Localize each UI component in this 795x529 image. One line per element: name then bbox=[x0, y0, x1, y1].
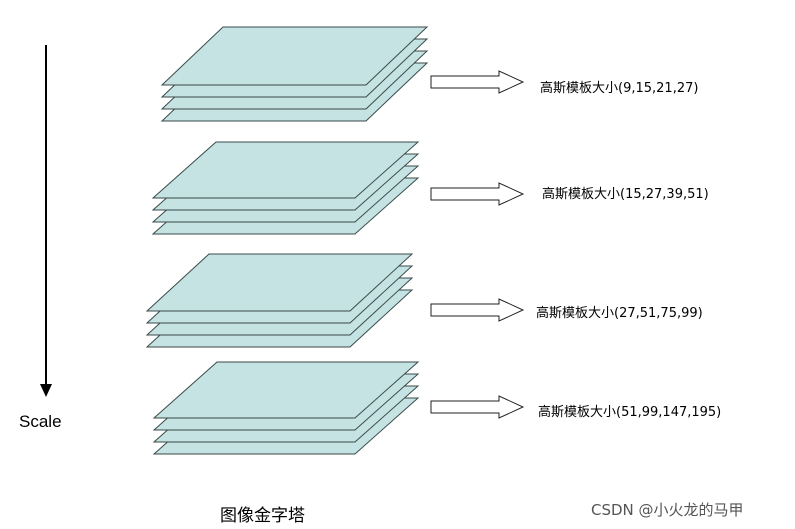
octave-label: 高斯模板大小(15,27,39,51) bbox=[542, 186, 709, 202]
octave-group bbox=[145, 253, 525, 348]
octave-group bbox=[151, 141, 525, 235]
right-arrow-icon bbox=[430, 70, 525, 94]
right-arrow-icon bbox=[430, 298, 525, 322]
scale-arrow bbox=[40, 45, 52, 397]
watermark: CSDN @小火龙的马甲 bbox=[591, 501, 744, 519]
octave-label: 高斯模板大小(27,51,75,99) bbox=[536, 305, 703, 321]
pyramid-caption: 图像金字塔 bbox=[220, 506, 305, 526]
pyramid-layer bbox=[151, 141, 420, 199]
scale-label: Scale bbox=[19, 412, 62, 431]
pyramid-layer bbox=[152, 361, 420, 419]
octave-label: 高斯模板大小(51,99,147,195) bbox=[538, 404, 721, 420]
octave-group bbox=[152, 361, 525, 455]
octave-label: 高斯模板大小(9,15,21,27) bbox=[540, 80, 698, 96]
pyramid-layer bbox=[145, 253, 414, 312]
octave-group bbox=[160, 26, 525, 122]
pyramid-layer bbox=[160, 26, 429, 86]
right-arrow-icon bbox=[430, 182, 525, 206]
right-arrow-icon bbox=[430, 395, 525, 419]
